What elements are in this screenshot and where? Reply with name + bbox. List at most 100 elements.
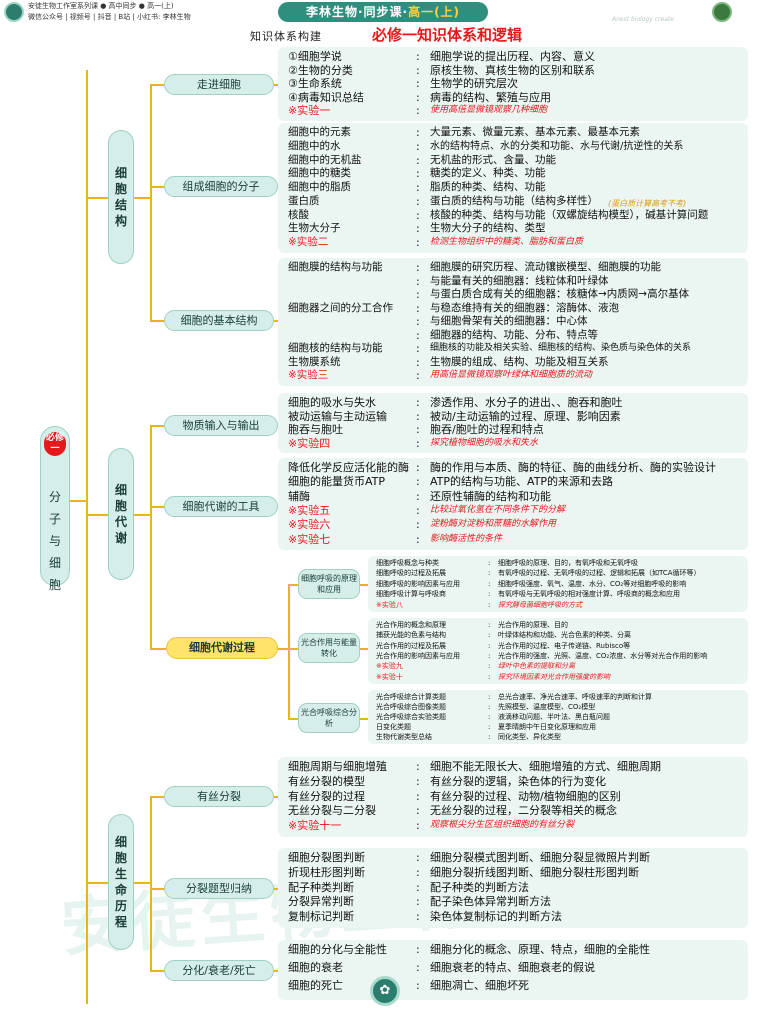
row-colon: : xyxy=(488,590,491,599)
row-s4-3: ※实验四:探究植物细胞的吸水和失水 xyxy=(288,437,746,451)
row-key: 被动运输与主动运输 xyxy=(288,409,387,423)
row-value: 细胞不能无限长大、细胞增殖的方式、细胞周期 xyxy=(430,760,661,773)
row-s3-8: ※实验三:用高倍显微镜观察叶绿体和细胞质的流动 xyxy=(288,369,746,383)
link2-s9 xyxy=(274,970,278,972)
row-s6-2-2: 光合呼吸综合实验类题:液滴移动问题、半叶法、黑白瓶问题 xyxy=(376,712,744,722)
row-value: 有丝分裂的逻辑，染色体的行为变化 xyxy=(430,774,606,788)
row-key: 光合呼吸综合计算类题 xyxy=(376,693,446,701)
row-key: ③生命系统 xyxy=(288,77,342,91)
row-colon: : xyxy=(416,943,420,956)
row-colon: : xyxy=(416,261,420,274)
row-colon: : xyxy=(416,222,420,236)
link2-s6-sub-0 xyxy=(360,584,368,586)
note-s2: (蛋白质计算高考不考) xyxy=(608,199,687,208)
row-key: 细胞中的元素 xyxy=(288,126,351,138)
row-s5-5: ※实验七:影响酶活性的条件 xyxy=(288,533,746,547)
row-key: 复制标记判断 xyxy=(288,910,354,924)
row-key: 折现柱形图判断 xyxy=(288,865,365,879)
row-colon: : xyxy=(416,50,420,63)
row-key: 生物大分子 xyxy=(288,222,341,235)
row-key: 无丝分裂与二分裂 xyxy=(288,804,376,818)
row-key: ※实验四 xyxy=(288,436,331,450)
row-value: 无丝分裂的过程，二分裂等相关的概念 xyxy=(430,804,617,818)
row-value: 光合作用的强度、光照、温度、CO₂浓度、水分等对光合作用的影响 xyxy=(498,652,708,660)
row-s6-0-1: 细胞呼吸的过程及拓展:有氧呼吸的过程、无氧呼吸的过程、逻辑和拓展（如TCA循环等… xyxy=(376,568,744,578)
row-s3-7: 生物膜系统:生物膜的组成、结构、功能及相互关系 xyxy=(288,356,746,370)
row-key: 分裂异常判断 xyxy=(288,895,354,909)
row-s6-2-4: 生物代谢类型总结:同化类型、异化类型 xyxy=(376,732,744,742)
row-value: 原核生物、真核生物的区别和联系 xyxy=(430,63,595,77)
panel-s6-0 xyxy=(368,556,748,612)
brand-text: Anest biology create xyxy=(612,16,674,23)
link2-s7 xyxy=(274,796,278,798)
row-colon: : xyxy=(488,631,491,640)
link2-s6-sub-2 xyxy=(360,718,368,720)
row-value: 核酸的种类、结构与功能（双螺旋结构模型），碱基计算问题 xyxy=(430,208,709,221)
panel-s4 xyxy=(278,393,748,453)
row-colon: : xyxy=(488,662,491,671)
row-s2-1: 细胞中的水:水的结构特点、水的分类和功能、水与代谢/抗逆性的关系 xyxy=(288,140,746,154)
row-s3-6: 细胞核的结构与功能:细胞核的功能及相关实验、细胞核的结构、染色质与染色体的关系 xyxy=(288,342,746,356)
leaf-logo-icon xyxy=(712,2,732,22)
row-key: 光合呼吸综合实验类题 xyxy=(376,713,446,721)
row-value: 观察根尖分生区组织细胞的有丝分裂 xyxy=(430,820,575,831)
row-value: 同化类型、异化类型 xyxy=(498,733,561,741)
row-value: 无机盐的形式、含量、功能 xyxy=(430,153,556,166)
row-s7-1: 有丝分裂的模型:有丝分裂的逻辑，染色体的行为变化 xyxy=(288,775,746,790)
row-value: 还原性辅酶的结构和功能 xyxy=(430,489,551,503)
row-colon: : xyxy=(488,713,491,721)
row-colon: : xyxy=(416,804,420,818)
row-colon: : xyxy=(416,342,420,356)
row-value: 糖类的定义、种类、功能 xyxy=(430,167,546,180)
row-value: 叶绿体结构和功能、光合色素的种类、分离 xyxy=(498,631,631,640)
row-colon: : xyxy=(416,504,420,517)
row-s3-0: 细胞膜的结构与功能:细胞膜的研究历程、流动镶嵌模型、细胞膜的功能 xyxy=(288,261,746,275)
spine-metabolism xyxy=(150,425,152,648)
section-node-s6: 细胞代谢过程 xyxy=(166,637,278,659)
row-colon: : xyxy=(416,236,420,250)
section-node-s1: 走进细胞 xyxy=(164,74,274,95)
publisher-line-1: 安徒生物工作室系列课 ● 高中同步 ● 高一(上) xyxy=(28,2,174,10)
level1-link-3 xyxy=(86,882,108,884)
link-s9 xyxy=(150,970,164,972)
level1-link-1 xyxy=(86,197,108,199)
row-colon: : xyxy=(488,621,491,629)
level1-node-2: 细胞代谢 xyxy=(108,448,134,580)
row-value: 细胞核的功能及相关实验、细胞核的结构、染色质与染色体的关系 xyxy=(430,343,692,354)
row-key: ※实验十一 xyxy=(288,819,342,833)
row-s2-7: 生物大分子:生物大分子的结构、类型 xyxy=(288,222,746,236)
panel-s6-2 xyxy=(368,690,748,744)
row-value: 渗透作用、水分子的进出、、胞吞和胞吐 xyxy=(430,396,623,409)
row-s9-2: 细胞的死亡:细胞凋亡、细胞坏死 xyxy=(288,979,746,997)
row-value: 细胞膜的研究历程、流动镶嵌模型、细胞膜的功能 xyxy=(430,261,661,273)
row-colon: : xyxy=(416,895,420,909)
row-colon: : xyxy=(416,774,420,788)
row-s3-4: :与细胞骨架有关的细胞器：中心体 xyxy=(288,315,746,329)
row-s6-0-4: ※实验八:探究酵母菌细胞呼吸的方式 xyxy=(376,600,744,610)
row-value: 先照模型、温度模型、CO₂模型 xyxy=(498,703,596,711)
row-colon: : xyxy=(416,961,420,974)
row-colon: : xyxy=(416,475,420,489)
row-colon: : xyxy=(488,672,491,681)
row-value: 用高倍显微镜观察叶绿体和细胞质的流动 xyxy=(430,370,593,381)
row-value: 胞吞/胞吐的过程和特点 xyxy=(430,423,544,436)
row-s8-3: 分裂异常判断:配子染色体异常判断方法 xyxy=(288,895,746,910)
row-key: ※实验十 xyxy=(376,672,403,681)
title-banner: 李林生物·同步课·高一(上) xyxy=(278,2,488,22)
section-node-s2: 组成细胞的分子 xyxy=(164,176,278,197)
spine-lifecycle xyxy=(150,796,152,970)
row-key: 细胞中的水 xyxy=(288,139,341,152)
row-value: 细胞学说的提出历程、内容、意义 xyxy=(430,50,595,63)
page-title: 必修一知识体系和逻辑 xyxy=(372,26,523,44)
level1-node-1: 细胞结构 xyxy=(108,130,134,264)
section-node-s3: 细胞的基本结构 xyxy=(164,310,274,331)
row-s6-1-1: 捕获光能的色素与结构: 叶绿体结构和功能、光合色素的种类、分离 xyxy=(376,630,744,640)
row-s7-4: ※实验十一:观察根尖分生区组织细胞的有丝分裂 xyxy=(288,819,746,834)
row-key: ④病毒知识总结 xyxy=(288,90,364,104)
row-key: 捕获光能的色素与结构 xyxy=(376,631,446,640)
row-s6-1-4: ※实验九:绿叶中色素的提取和分离 xyxy=(376,661,744,671)
row-colon: : xyxy=(416,789,420,803)
row-value: 配子种类的判断方法 xyxy=(430,880,529,894)
row-value: ATP的结构与功能、ATP的来源和去路 xyxy=(430,475,614,489)
row-s6-2-0: 光合呼吸综合计算类题:总光合速率、净光合速率、呼吸速率的判断和计算 xyxy=(376,692,744,702)
